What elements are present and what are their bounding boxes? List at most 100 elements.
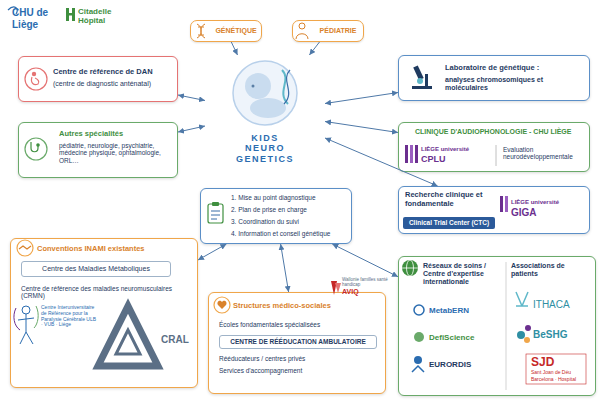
connector-arrow bbox=[325, 122, 398, 133]
cral-logo-part bbox=[98, 306, 158, 366]
clipboard-icon-part bbox=[208, 204, 223, 223]
clipboard-icon bbox=[208, 202, 223, 223]
handshake-icon-part bbox=[19, 246, 31, 249]
network-box: Réseaux de soins / Centre d'expertise in… bbox=[398, 256, 596, 396]
node-text: 1. Mise au point diagnostique bbox=[231, 194, 351, 201]
cplu-logo-part bbox=[410, 145, 413, 163]
partner-box: Centre de référence de DAN (centre de dia… bbox=[18, 56, 178, 102]
node-text: LIÈGE université bbox=[421, 146, 491, 153]
network-logos-part bbox=[414, 305, 424, 315]
connector-arrow bbox=[231, 42, 237, 55]
partner-box: Recherche clinique et fondamentale LIÈGE … bbox=[398, 186, 590, 234]
node-text: Centre de référence de DAN bbox=[53, 68, 177, 77]
cirpc-logo-part bbox=[34, 306, 38, 328]
network-logos bbox=[412, 262, 506, 390]
cirpc-logo-part bbox=[14, 308, 20, 330]
node-text: Écoles fondamentales spécialisées bbox=[219, 321, 379, 328]
microscope-icon-part bbox=[425, 74, 428, 86]
partner-box: Autres spécialitéspédiatrie, neurologie,… bbox=[18, 122, 178, 178]
node-text: Clinical Trial Center (CTC) bbox=[404, 219, 494, 226]
globe-icon-part bbox=[402, 268, 418, 269]
handshake-icon-part bbox=[17, 240, 33, 256]
node-text: Services d'accompagnement bbox=[219, 367, 379, 374]
globe-icon bbox=[402, 260, 418, 276]
cplu-logo-part bbox=[496, 145, 497, 166]
dna-icon bbox=[197, 24, 205, 38]
dna-icon-part bbox=[197, 24, 205, 38]
antenatal-icon-part bbox=[32, 72, 36, 76]
aviq-logo bbox=[331, 281, 341, 295]
patient-logos-part bbox=[526, 354, 586, 384]
agency-logo-text: AVIQ bbox=[342, 288, 372, 296]
globe-icon-part bbox=[407, 260, 414, 276]
node-text: Sant Joan de Déu bbox=[531, 370, 589, 376]
patient-logos-part bbox=[516, 292, 528, 306]
cral-logo bbox=[98, 306, 158, 366]
network-logos-part bbox=[412, 366, 424, 372]
node-text: analyses chromosomiques et moléculaires bbox=[445, 76, 587, 92]
node-text: Laboratoire de génétique : bbox=[445, 64, 587, 73]
node-text: Evaluation neurodéveloppementale bbox=[503, 146, 587, 161]
baby-logo-part bbox=[282, 70, 288, 104]
partner-box: Laboratoire de génétique : analyses chrom… bbox=[398, 55, 590, 101]
node-text: Rééducateurs / centres privés bbox=[219, 355, 379, 362]
mission-box: 1. Mise au point diagnostique2. Plan de … bbox=[200, 188, 352, 244]
topic-pill: GÉNÉTIQUE bbox=[190, 20, 262, 42]
node-text: Structures médico-sociales bbox=[233, 302, 343, 311]
node-text: 4. Information et conseil génétique bbox=[231, 230, 351, 237]
cral-logo-part bbox=[116, 330, 140, 354]
node-text: CPLU bbox=[421, 154, 481, 164]
dna-icon-part bbox=[197, 24, 205, 38]
node-text: Centre des Maladies Métaboliques bbox=[23, 265, 169, 273]
cirpc-logo-part bbox=[22, 306, 30, 314]
node-text: (centre de diagnostic anténatal) bbox=[53, 80, 177, 88]
node-text: CRAL bbox=[161, 334, 195, 346]
node-text: Centre Interuniversitaire de Référence p… bbox=[41, 305, 97, 328]
node-text: LIÈGE université bbox=[511, 199, 585, 206]
care-icon-part bbox=[217, 301, 226, 309]
hospital-logo-text: Citadelle Hôpital bbox=[78, 7, 124, 25]
chu-logo-part bbox=[8, 7, 17, 14]
baby-logo bbox=[233, 61, 297, 125]
citadelle-logo bbox=[66, 8, 75, 21]
stethoscope-icon-part bbox=[25, 138, 47, 160]
node-text: CLINIQUE D'AUDIOPHONOLOGIE - CHU LIÈGE bbox=[415, 128, 587, 136]
connector-arrow bbox=[309, 42, 319, 55]
giga-logo-part bbox=[505, 196, 508, 212]
clipboard-icon-part bbox=[211, 215, 220, 216]
cplu-logo-part bbox=[405, 145, 408, 163]
child-icon-part bbox=[296, 34, 308, 39]
connector-arrow bbox=[281, 244, 289, 292]
globe-icon-part bbox=[402, 260, 418, 276]
clipboard-icon-part bbox=[211, 211, 220, 212]
node-text: MetabERN bbox=[429, 306, 499, 315]
node-text: EURORDIS bbox=[429, 360, 499, 369]
antenatal-icon-part bbox=[31, 77, 38, 85]
citadelle-logo-part bbox=[66, 13, 75, 16]
cplu-logo bbox=[405, 145, 496, 166]
node-text: GÉNÉTIQUE bbox=[213, 27, 259, 35]
node-text: DefiScience bbox=[429, 333, 499, 342]
baby-logo-part bbox=[245, 73, 271, 99]
stethoscope-icon bbox=[25, 138, 47, 160]
baby-logo-part bbox=[252, 85, 255, 88]
patient-logos-part bbox=[524, 337, 530, 343]
dna-icon-part bbox=[198, 27, 204, 28]
baby-logo-part bbox=[250, 98, 286, 118]
node-text: Associations de patients bbox=[511, 262, 593, 278]
connector-arrow bbox=[332, 244, 398, 277]
aviq-logo-part bbox=[331, 281, 337, 295]
node-text: Recherche clinique et fondamentale bbox=[405, 191, 505, 208]
patient-logos-part bbox=[525, 325, 531, 331]
node-text: 3. Coordination du suivi bbox=[231, 218, 351, 225]
center-box: CENTRE DE RÉÉDUCATION AMBULATOIRE bbox=[219, 335, 377, 349]
cplu-logo-part bbox=[415, 145, 418, 163]
antenatal-icon-part bbox=[25, 68, 47, 90]
agency-logo-text: Wallonie familles santé handicap bbox=[342, 277, 388, 287]
microscope-icon-part bbox=[412, 86, 432, 89]
hub-logo: KIDS NEURO GENETICS bbox=[205, 55, 325, 170]
child-icon-part bbox=[299, 23, 305, 29]
care-icon bbox=[214, 297, 230, 313]
